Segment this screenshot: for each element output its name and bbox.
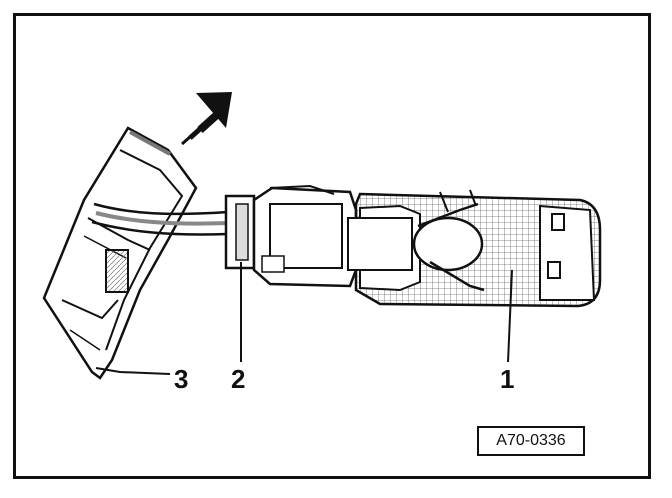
callout-label-3: 3 xyxy=(174,364,189,394)
wiring-cable xyxy=(91,202,229,236)
trim-panel xyxy=(42,126,198,380)
callout-label-2: 2 xyxy=(231,364,246,394)
reference-code-box: A70-0336 xyxy=(477,426,585,456)
reference-code: A70-0336 xyxy=(496,432,566,449)
direction-arrow-icon xyxy=(181,92,232,146)
lamp-housing xyxy=(347,189,602,308)
connector-housing xyxy=(224,184,358,288)
callout-label-1: 1 xyxy=(500,364,515,394)
leader-lines xyxy=(95,262,513,375)
